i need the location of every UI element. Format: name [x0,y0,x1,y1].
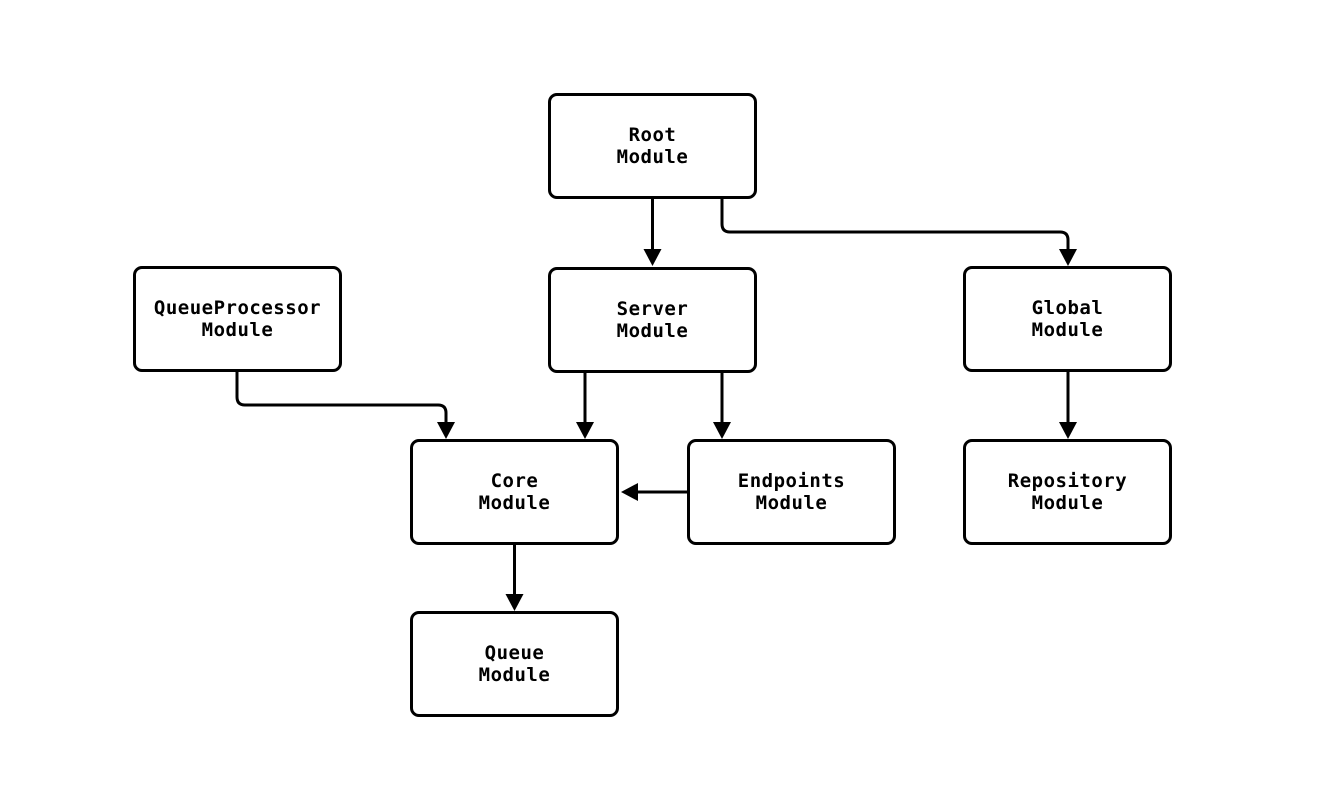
node-core-module: Core Module [410,439,619,545]
edge-root-global [720,196,1077,266]
node-endpoints-module-label: Endpoints Module [737,470,846,514]
edge-endpoints-core [621,483,689,501]
edge-queueprocessor-core [235,370,455,439]
node-queueprocessor-module: QueueProcessor Module [133,266,342,372]
edge-core-queue [505,543,524,611]
node-core-module-label: Core Module [478,470,551,514]
edge-root-server [643,196,662,266]
node-repository-module-label: Repository Module [1007,470,1128,514]
node-repository-module: Repository Module [963,439,1172,545]
node-queueprocessor-module-label: QueueProcessor Module [153,297,322,341]
node-root-module-label: Root Module [616,124,689,168]
node-endpoints-module: Endpoints Module [687,439,896,545]
node-global-module: Global Module [963,266,1172,372]
node-queue-module-label: Queue Module [478,642,551,686]
node-queue-module: Queue Module [410,611,619,717]
node-server-module: Server Module [548,267,757,373]
edge-server-endpoints [713,371,731,439]
edge-global-repository [1059,370,1077,439]
node-root-module: Root Module [548,93,757,199]
node-global-module-label: Global Module [1031,297,1104,341]
edge-server-core [576,371,594,439]
node-server-module-label: Server Module [616,298,689,342]
